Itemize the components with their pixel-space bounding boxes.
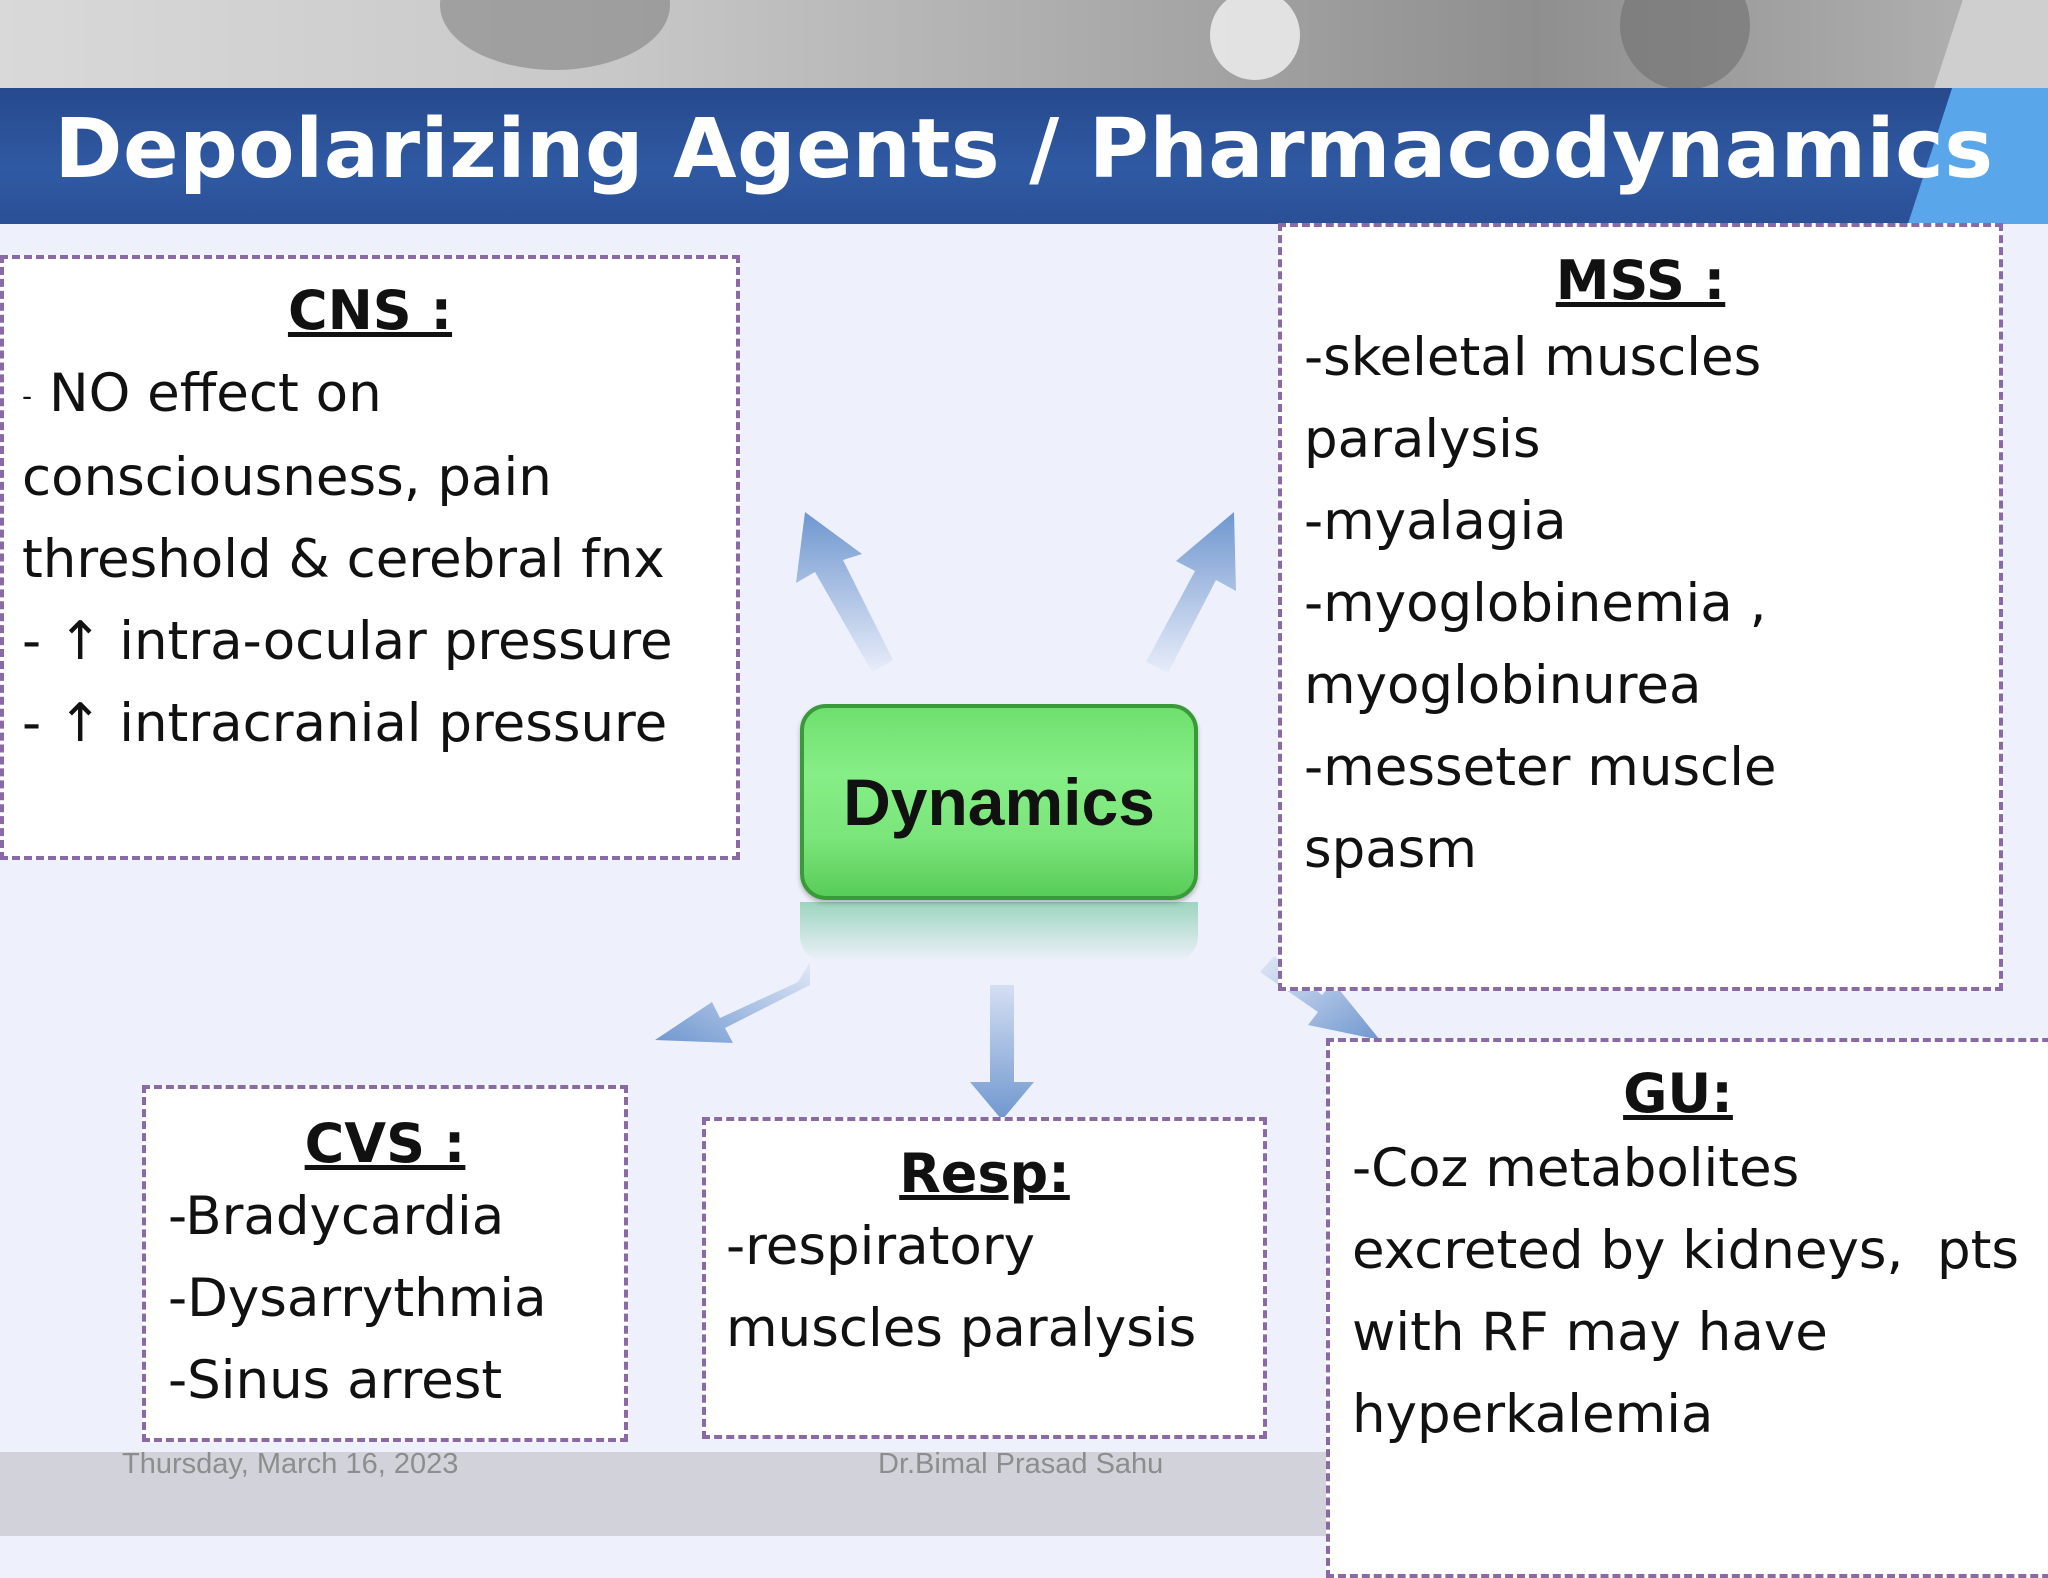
- photo-shape: [440, 0, 670, 70]
- gu-line: excreted by kidneys, pts: [1352, 1220, 2020, 1281]
- gu-title: GU:: [1623, 1062, 1733, 1125]
- arrow-to-cns: [796, 512, 893, 672]
- footer-author: Dr.Bimal Prasad Sahu: [878, 1448, 1164, 1480]
- cns-line-text: NO effect on: [48, 363, 382, 424]
- gu-line: with RF may have: [1352, 1302, 1828, 1363]
- header-photo-strip: [0, 0, 2048, 90]
- arrow-to-cvs: [655, 962, 810, 1043]
- mss-line: -skeletal muscles: [1304, 327, 1762, 388]
- cns-title: CNS :: [287, 279, 453, 342]
- photo-shape: [1907, 0, 2048, 90]
- cvs-line: -Dysarrythmia: [168, 1268, 547, 1329]
- cns-line: - ↑ intracranial pressure: [22, 693, 668, 755]
- resp-line: -respiratory: [726, 1216, 1035, 1277]
- footer-date: Thursday, March 16, 2023: [122, 1448, 459, 1480]
- cvs-line: -Sinus arrest: [168, 1350, 503, 1411]
- gu-panel: GU: -Coz metabolites excreted by kidneys…: [1326, 1038, 2048, 1578]
- mss-line: myoglobinurea: [1304, 655, 1702, 716]
- cvs-title: CVS :: [304, 1112, 466, 1175]
- resp-line: muscles paralysis: [726, 1298, 1197, 1359]
- cvs-line: -Bradycardia: [168, 1186, 505, 1247]
- arrow-to-resp: [970, 985, 1034, 1120]
- title-band: [0, 88, 2048, 224]
- cns-line: consciousness, pain: [22, 447, 552, 509]
- mss-line: -messeter muscle: [1304, 737, 1777, 798]
- arrow-to-mss: [1146, 512, 1236, 673]
- gu-line: hyperkalemia: [1352, 1384, 1714, 1445]
- mss-line: -myoglobinemia ,: [1304, 573, 1767, 634]
- dynamics-center-box: Dynamics: [800, 704, 1198, 900]
- cns-line: - ↑ intra-ocular pressure: [22, 611, 673, 673]
- mss-line: -myalagia: [1304, 491, 1567, 552]
- photo-shape: [1210, 0, 1300, 80]
- footer-bar: [0, 1452, 1326, 1536]
- cvs-panel: CVS : -Bradycardia -Dysarrythmia -Sinus …: [142, 1085, 628, 1442]
- cns-line: - NO effect on: [4, 353, 736, 437]
- cns-line-prefix: -: [22, 379, 33, 413]
- resp-title: Resp:: [899, 1142, 1070, 1205]
- mss-line: paralysis: [1304, 409, 1541, 470]
- slide-title: Depolarizing Agents / Pharmacodynamics: [54, 102, 1994, 197]
- mss-panel: MSS : -skeletal muscles paralysis -myala…: [1278, 223, 2003, 991]
- cns-panel: CNS : - NO effect on consciousness, pain…: [0, 255, 740, 860]
- mss-title: MSS :: [1555, 249, 1726, 312]
- resp-panel: Resp: -respiratory muscles paralysis: [702, 1117, 1267, 1439]
- gu-line: -Coz metabolites: [1352, 1138, 1800, 1199]
- photo-shape: [1620, 0, 1750, 90]
- center-box-reflection: [800, 902, 1198, 962]
- mss-line: spasm: [1304, 819, 1477, 880]
- cns-line: threshold & cerebral fnx: [22, 529, 665, 591]
